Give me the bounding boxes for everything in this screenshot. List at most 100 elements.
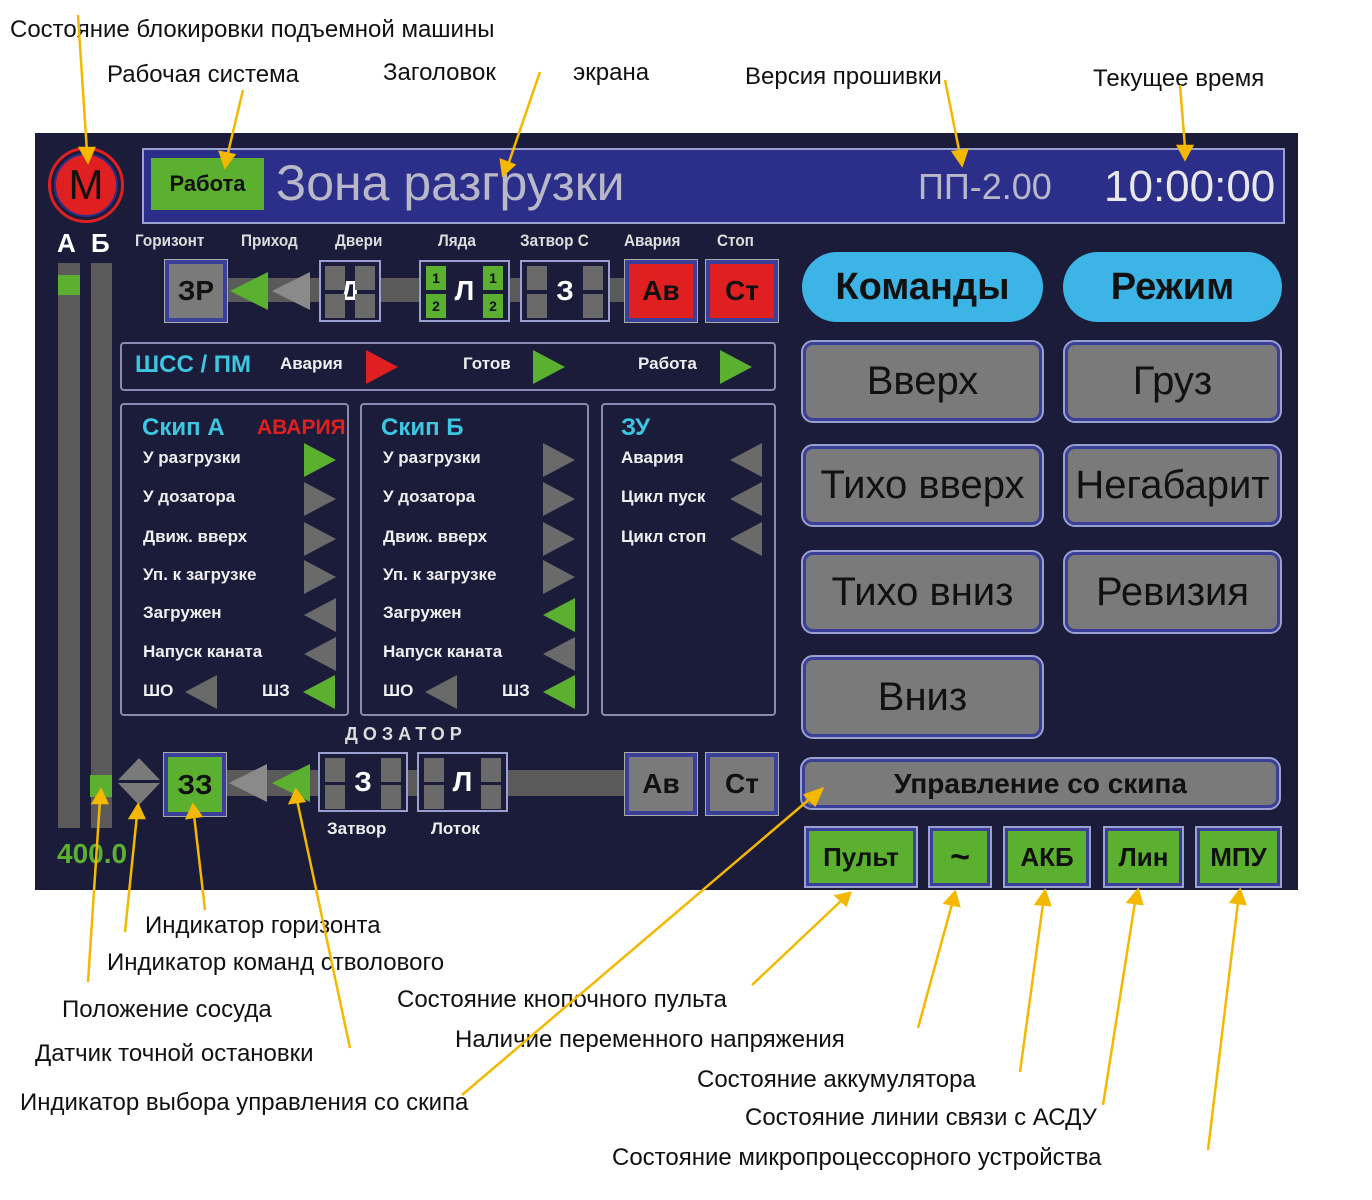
skip-b-row-label: У разгрузки bbox=[383, 448, 481, 467]
skip-a-row-label: У разгрузки bbox=[143, 448, 241, 467]
skip-a-row-label: У дозатора bbox=[143, 487, 236, 506]
annotation-work-system: Рабочая система bbox=[107, 61, 299, 88]
skip-a-row-label: Уп. к загрузке bbox=[143, 565, 257, 584]
hatch-1-left: 1 bbox=[426, 266, 446, 290]
zu-row-label: Авария bbox=[621, 448, 684, 467]
skip-a-sho-label: ШО bbox=[143, 681, 174, 700]
command-slow-up-button[interactable]: Тихо вверх bbox=[801, 444, 1044, 527]
shss-work-label: Работа bbox=[638, 354, 697, 373]
annotation-horizon: Индикатор горизонта bbox=[145, 912, 381, 939]
line-status: Лин bbox=[1103, 826, 1184, 888]
command-slow-down-button[interactable]: Тихо вниз bbox=[801, 550, 1044, 634]
skip-b-row-label: Движ. вверх bbox=[383, 527, 488, 546]
zu-row-label: Цикл стоп bbox=[621, 527, 707, 546]
label-gate: Затвор С bbox=[520, 231, 589, 250]
skip-b-row-label: Уп. к загрузке bbox=[383, 565, 497, 584]
annotation-skip-ctrl: Индикатор выбора управления со скипа bbox=[20, 1089, 469, 1116]
mode-header: Режим bbox=[1063, 252, 1282, 322]
skip-a-panel bbox=[120, 403, 349, 716]
skip-a-row-label: Напуск каната bbox=[143, 642, 263, 661]
annotation-ac: Наличие переменного напряжения bbox=[455, 1026, 845, 1053]
label-stop: Стоп bbox=[717, 231, 754, 250]
mode-cargo-button[interactable]: Груз bbox=[1063, 340, 1282, 423]
dozator-horizon-indicator: ЗЗ bbox=[163, 752, 227, 817]
label-alarm: Авария bbox=[624, 231, 681, 250]
vessel-b-track bbox=[91, 263, 112, 828]
annotation-title-1: Заголовок bbox=[383, 59, 496, 86]
alarm-indicator: Ав bbox=[624, 259, 698, 323]
position-value: 400.0 bbox=[57, 838, 128, 869]
zu-title: ЗУ bbox=[621, 414, 651, 441]
hatch-2-right: 2 bbox=[483, 294, 503, 318]
shss-panel bbox=[120, 342, 776, 391]
firmware-version: ПП-2.00 bbox=[918, 166, 1052, 207]
annotation-time: Текущее время bbox=[1093, 65, 1265, 92]
vessel-b-position bbox=[90, 775, 112, 797]
annotation-stop-sensor: Датчик точной остановки bbox=[35, 1040, 314, 1067]
label-hatch: Ляда bbox=[438, 231, 476, 250]
skip-a-shz-label: ШЗ bbox=[262, 681, 290, 700]
pult-status: Пульт bbox=[804, 826, 918, 888]
work-mode-badge: Работа bbox=[151, 158, 264, 210]
skip-b-row-label: Загружен bbox=[383, 603, 462, 622]
annotation-battery: Состояние аккумулятора bbox=[697, 1066, 976, 1093]
horizon-indicator: ЗР bbox=[164, 259, 228, 323]
skip-b-shz-label: ШЗ bbox=[502, 681, 530, 700]
command-down-button[interactable]: Вниз bbox=[801, 655, 1044, 739]
stop-indicator: Ст bbox=[705, 259, 779, 323]
hatch-1-right: 1 bbox=[483, 266, 503, 290]
current-time: 10:00:00 bbox=[1104, 162, 1276, 211]
dozator-title: ДОЗАТОР bbox=[345, 724, 467, 744]
mode-oversize-button[interactable]: Негабарит bbox=[1063, 444, 1282, 527]
skip-b-row-label: Напуск каната bbox=[383, 642, 503, 661]
skip-b-panel bbox=[360, 403, 589, 716]
battery-status: АКБ bbox=[1003, 826, 1091, 888]
lock-indicator: М bbox=[48, 147, 124, 223]
label-doors: Двери bbox=[335, 231, 383, 250]
bar-a-label: А bbox=[57, 228, 76, 258]
vessel-a-position bbox=[58, 275, 80, 295]
command-up-button[interactable]: Вверх bbox=[801, 340, 1044, 423]
zu-panel bbox=[601, 403, 776, 716]
annotation-vessel-pos: Положение сосуда bbox=[62, 996, 272, 1023]
doors-indicator: Д bbox=[319, 260, 381, 322]
skip-control-indicator: Управление со скипа bbox=[800, 757, 1281, 810]
dozator-tray-indicator: Л bbox=[417, 752, 508, 812]
bar-b-label: Б bbox=[91, 228, 110, 258]
lock-letter: М bbox=[54, 153, 118, 217]
hatch-2-left: 2 bbox=[426, 294, 446, 318]
skip-a-title: Скип А bbox=[142, 414, 225, 441]
shss-ready-label: Готов bbox=[463, 354, 511, 373]
shss-alarm-label: Авария bbox=[280, 354, 343, 373]
skip-b-row-label: У дозатора bbox=[383, 487, 476, 506]
label-arrival: Приход bbox=[241, 231, 298, 250]
dozator-tray-label: Лоток bbox=[431, 819, 480, 838]
annotation-line: Состояние линии связи с АСДУ bbox=[745, 1104, 1097, 1131]
shss-title: ШСС / ПМ bbox=[135, 351, 252, 378]
dozator-alarm-indicator: Ав bbox=[624, 752, 698, 816]
screen-title: Зона разгрузки bbox=[276, 155, 625, 211]
commands-header: Команды bbox=[802, 252, 1043, 322]
mode-revision-button[interactable]: Ревизия bbox=[1063, 550, 1282, 634]
dozator-gate-label: Затвор bbox=[327, 819, 387, 838]
ac-voltage-status: ~ bbox=[928, 826, 992, 888]
skip-b-sho-label: ШО bbox=[383, 681, 414, 700]
zu-row-label: Цикл пуск bbox=[621, 487, 706, 506]
gate-indicator: З bbox=[520, 260, 610, 322]
annotation-lock: Состояние блокировки подъемной машины bbox=[10, 16, 495, 43]
skip-b-title: Скип Б bbox=[381, 414, 464, 441]
vessel-a-track bbox=[58, 263, 80, 828]
dozator-gate-indicator: З bbox=[318, 752, 408, 812]
header-bar bbox=[142, 148, 1285, 224]
dozator-tray-letter: Л bbox=[452, 766, 473, 797]
skip-a-row-label: Загружен bbox=[143, 603, 222, 622]
gate-letter: З bbox=[556, 275, 574, 306]
skip-a-row-label: Движ. вверх bbox=[143, 527, 248, 546]
doors-letter: Д bbox=[340, 275, 360, 306]
annotation-mpu: Состояние микропроцессорного устройства bbox=[612, 1144, 1102, 1171]
skip-a-status: АВАРИЯ bbox=[257, 416, 346, 439]
annotation-title-2: экрана bbox=[573, 59, 650, 86]
annotation-firmware: Версия прошивки bbox=[745, 63, 942, 90]
dozator-stop-indicator: Ст bbox=[705, 752, 779, 816]
